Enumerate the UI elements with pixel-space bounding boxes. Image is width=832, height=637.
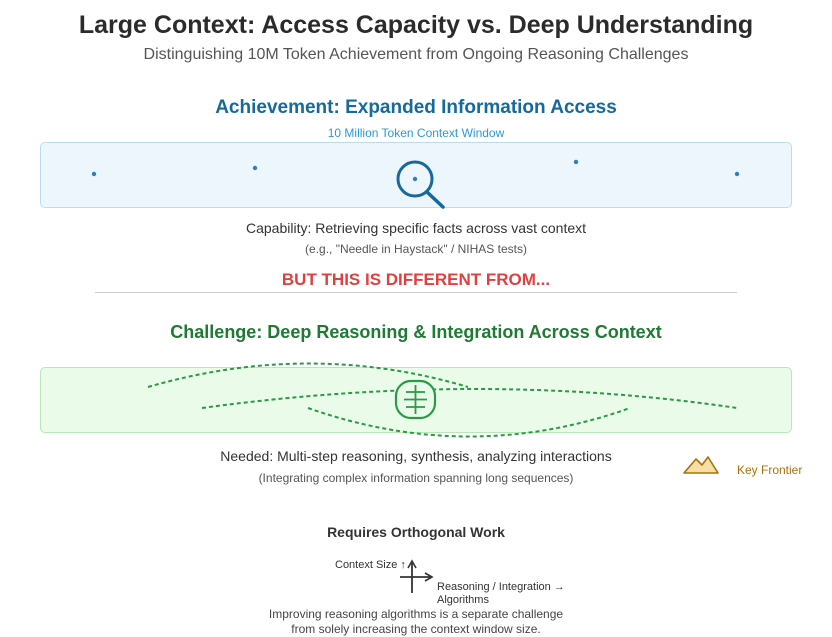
orthogonal-axes <box>400 559 434 593</box>
challenge-needed: Needed: Multi-step reasoning, synthesis,… <box>220 448 612 464</box>
key-frontier-label: Key Frontier <box>737 463 803 477</box>
reasoning-arc <box>307 407 631 438</box>
orthogonal-note: Improving reasoning algorithms is a sepa… <box>0 607 832 637</box>
achievement-example: (e.g., "Needle in Haystack" / NIHAS test… <box>305 242 527 256</box>
orthogonal-title: Requires Orthogonal Work <box>327 524 505 540</box>
achievement-capability: Capability: Retrieving specific facts ac… <box>245 220 587 236</box>
page-title: Large Context: Access Capacity vs. Deep … <box>78 11 754 39</box>
data-point <box>573 159 579 165</box>
orthogonal-note-line-1: Improving reasoning algorithms is a sepa… <box>268 607 564 621</box>
context-size-axis-label: Context Size ↑ <box>335 559 406 571</box>
orthogonal-note-line-2: from solely increasing the context windo… <box>291 622 541 636</box>
achievement-subheading: 10 Million Token Context Window <box>327 126 505 140</box>
contrast-statement: BUT THIS IS DIFFERENT FROM... <box>281 270 551 289</box>
reasoning-arc <box>201 388 738 409</box>
reasoning-axis-label: Reasoning / Integration → Algorithms <box>437 581 565 606</box>
challenge-example: (Integrating complex information spannin… <box>258 471 574 485</box>
mountain-icon <box>683 456 719 474</box>
magnifier-icon <box>396 160 445 209</box>
brain-icon <box>394 379 437 420</box>
section-divider <box>95 292 737 293</box>
achievement-heading: Achievement: Expanded Information Access <box>215 97 617 118</box>
data-point <box>734 171 740 177</box>
challenge-heading: Challenge: Deep Reasoning & Integration … <box>170 322 662 342</box>
data-point <box>91 171 97 177</box>
reasoning-arc <box>147 362 469 388</box>
data-point <box>252 165 258 171</box>
page-subtitle: Distinguishing 10M Token Achievement fro… <box>143 46 689 63</box>
